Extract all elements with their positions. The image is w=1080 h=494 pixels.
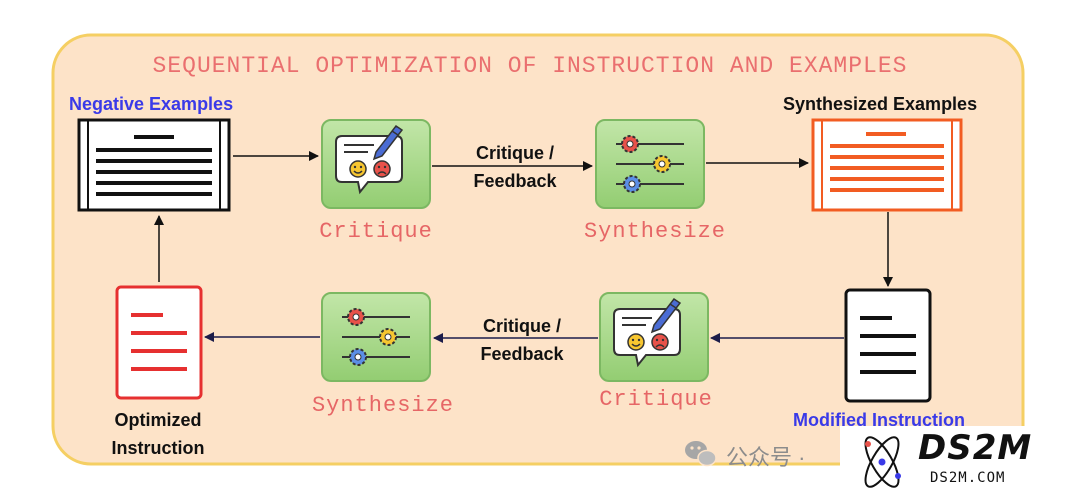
- negative-examples-document: [77, 118, 231, 212]
- gears-sliders-icon: [342, 308, 410, 366]
- bottom-feedback-label-line2: Feedback: [480, 344, 564, 364]
- critique-tile-top: [321, 119, 431, 209]
- top-feedback-label-line2: Feedback: [473, 171, 557, 191]
- atom-logo-icon: [864, 436, 901, 488]
- synthesize-tile-bottom: [321, 292, 431, 382]
- synthesize-label-top: Synthesize: [583, 219, 727, 244]
- synthesized-examples-label: Synthesized Examples: [783, 94, 978, 114]
- critique-label-top: Critique: [319, 219, 433, 244]
- optimized-instruction-label-line1: Optimized: [114, 410, 202, 430]
- optimized-instruction-document: [115, 285, 203, 400]
- critique-icon: [613, 297, 682, 368]
- critique-label-bottom: Critique: [599, 387, 713, 412]
- synthesize-label-bottom: Synthesize: [311, 393, 455, 418]
- synthesized-examples-document: [811, 118, 963, 212]
- wechat-icon: [685, 441, 717, 467]
- modified-instruction-document: [844, 288, 932, 403]
- watermark-logo-url: DS2M.COM: [930, 470, 1006, 486]
- critique-icon: [335, 124, 404, 195]
- background-panel: [51, 33, 1025, 466]
- optimized-instruction-label-line2: Instruction: [111, 438, 205, 458]
- diagram-title: SEQUENTIAL OPTIMIZATION OF INSTRUCTION A…: [152, 53, 908, 79]
- modified-instruction-label: Modified Instruction: [793, 410, 965, 430]
- critique-tile-bottom: [599, 292, 709, 382]
- watermark-text: 公众号 ·: [726, 445, 806, 470]
- top-feedback-label-line1: Critique /: [475, 143, 554, 163]
- bottom-feedback-label-line1: Critique /: [482, 316, 561, 336]
- negative-examples-label: Negative Examples: [69, 94, 234, 114]
- watermark-logo-text: DS2M: [918, 428, 1033, 468]
- gears-sliders-icon: [616, 135, 684, 193]
- synthesize-tile-top: [595, 119, 705, 209]
